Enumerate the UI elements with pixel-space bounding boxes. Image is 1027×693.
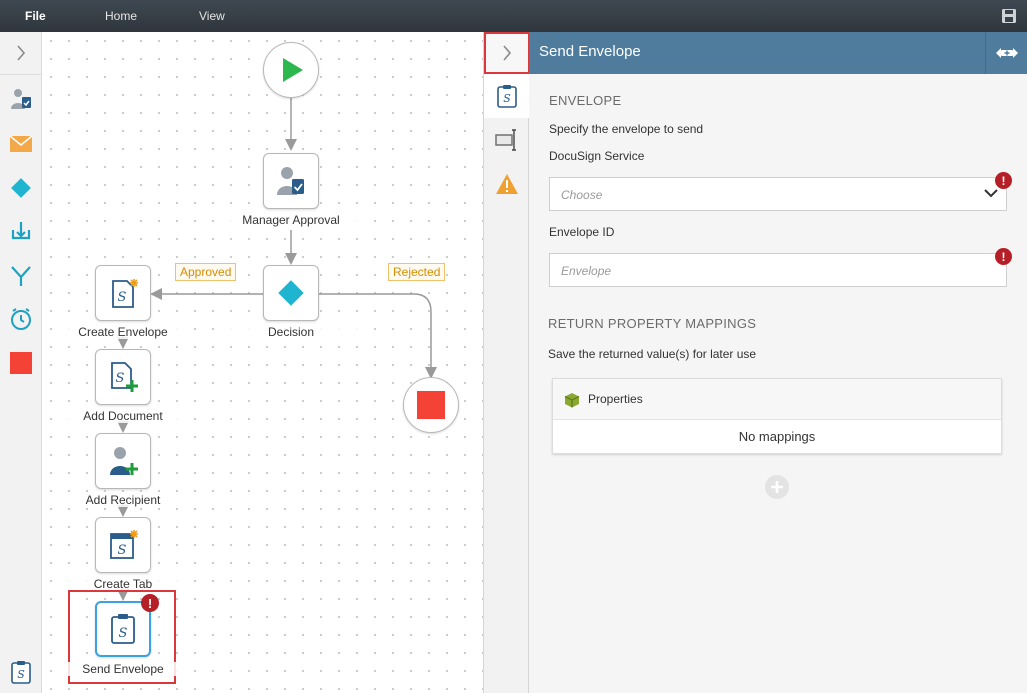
decision-icon[interactable] [7, 174, 35, 202]
envelope-id-error-icon[interactable]: ! [995, 248, 1012, 265]
create-envelope-node[interactable]: S [95, 265, 151, 321]
manager-approval-label: Manager Approval [221, 213, 361, 227]
decision-label: Decision [221, 325, 361, 339]
send-envelope-label: Send Envelope [53, 662, 193, 676]
properties-card-header[interactable]: Properties [553, 379, 1001, 420]
expand-arrows-icon [995, 48, 1018, 58]
user-task-icon[interactable] [7, 85, 35, 113]
add-recipient-node[interactable] [95, 433, 151, 489]
decision-icon [278, 280, 304, 306]
toolbox-divider [0, 74, 42, 75]
envelope-section-title: ENVELOPE [549, 93, 622, 108]
add-recipient-icon [110, 447, 138, 475]
docusign-service-select[interactable]: Choose [549, 177, 1007, 211]
tab-send-envelope-settings[interactable]: S [484, 74, 530, 118]
properties-card: Properties No mappings [552, 378, 1002, 454]
panel-pin-button[interactable] [985, 32, 1027, 74]
add-mapping-button[interactable] [765, 475, 789, 499]
svg-text:S: S [116, 371, 125, 386]
timer-icon[interactable] [7, 305, 35, 333]
menu-home[interactable]: Home [105, 9, 138, 23]
tab-warnings[interactable] [484, 162, 530, 206]
envelope-id-placeholder: Envelope [561, 264, 612, 278]
stop-icon[interactable] [7, 349, 35, 377]
svg-text:S: S [118, 290, 127, 305]
expand-toolbox-icon[interactable] [7, 39, 35, 67]
plus-icon [771, 481, 783, 493]
add-recipient-label: Add Recipient [53, 493, 193, 507]
workflow-canvas[interactable]: Manager Approval Decision Approved Rejec… [42, 32, 483, 693]
menu-view[interactable]: View [199, 9, 225, 23]
add-document-label: Add Document [53, 409, 193, 423]
create-envelope-icon: S [112, 279, 138, 308]
return-mappings-section-title: RETURN PROPERTY MAPPINGS [548, 316, 757, 331]
chevron-right-icon [503, 45, 512, 61]
package-icon [564, 393, 580, 408]
send-envelope-icon: S [111, 614, 135, 644]
envelope-id-label: Envelope ID [549, 225, 615, 239]
docusign-service-error-icon[interactable]: ! [995, 172, 1012, 189]
create-tab-label: Create Tab [53, 577, 193, 591]
save-icon[interactable] [1001, 8, 1017, 24]
approved-branch-tag[interactable]: Approved [175, 263, 237, 281]
split-icon[interactable] [7, 262, 35, 290]
user-task-icon [277, 167, 304, 195]
decision-node[interactable] [263, 265, 319, 321]
text-field-icon [495, 129, 516, 151]
send-envelope-node[interactable]: S [95, 601, 151, 657]
svg-text:S: S [17, 668, 25, 681]
properties-panel: Send Envelope ENVELOPE Specify the envel… [529, 32, 1027, 693]
svg-text:S: S [118, 543, 127, 558]
create-tab-icon: S [110, 530, 138, 559]
play-icon [283, 58, 303, 82]
create-tab-node[interactable]: S [95, 517, 151, 573]
docusign-service-placeholder: Choose [561, 188, 603, 202]
warning-icon [496, 174, 518, 194]
send-envelope-error-icon[interactable]: ! [141, 594, 159, 612]
chevron-down-icon [984, 189, 998, 198]
send-envelope-selection [68, 590, 176, 684]
envelope-description: Specify the envelope to send [549, 122, 704, 136]
start-node[interactable] [263, 42, 319, 98]
rejected-branch-tag[interactable]: Rejected [388, 263, 446, 281]
stop-icon [417, 391, 445, 419]
add-document-icon: S [111, 362, 138, 392]
panel-title: Send Envelope [539, 43, 641, 60]
docusign-icon: S [496, 85, 517, 108]
properties-header-label: Properties [588, 392, 643, 406]
create-envelope-label: Create Envelope [53, 325, 193, 339]
merge-icon[interactable] [7, 218, 35, 246]
panel-header: Send Envelope [529, 32, 1027, 74]
menu-bar: File Home View [0, 0, 1027, 32]
manager-approval-node[interactable] [263, 153, 319, 209]
docusign-service-label: DocuSign Service [549, 149, 645, 163]
toolbox: S [0, 32, 42, 693]
return-mappings-description: Save the returned value(s) for later use [548, 347, 757, 361]
menu-file[interactable]: File [25, 9, 46, 23]
envelope-id-input[interactable]: Envelope [549, 253, 1007, 287]
collapse-panel-button[interactable] [484, 32, 530, 74]
properties-tabs: S [483, 32, 530, 693]
stop-node[interactable] [403, 377, 459, 433]
add-document-node[interactable]: S [95, 349, 151, 405]
svg-text:S: S [119, 626, 128, 641]
email-icon[interactable] [7, 130, 35, 158]
tab-text-properties[interactable] [484, 118, 530, 162]
svg-text:S: S [503, 92, 511, 105]
docusign-icon[interactable]: S [7, 658, 35, 686]
no-mappings-text: No mappings [738, 429, 816, 444]
